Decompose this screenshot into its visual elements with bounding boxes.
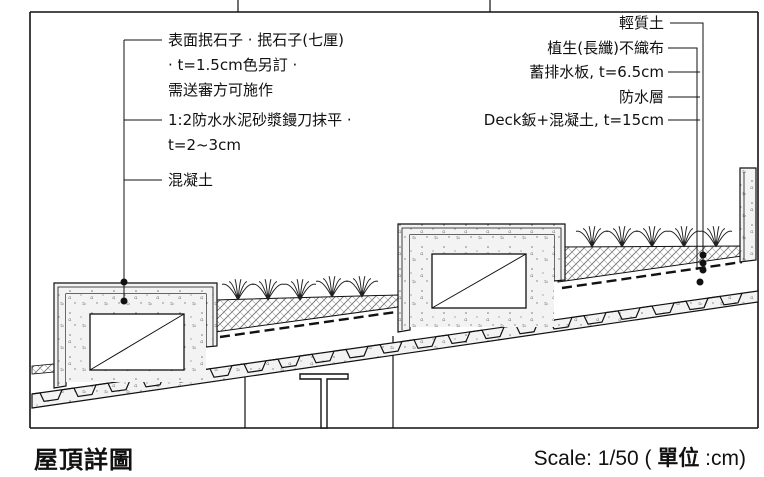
scale-unit-label: 單位 (657, 446, 700, 470)
label-drainage-board: 蓄排水板, t=6.5cm (529, 63, 664, 81)
label-deck-concrete: Deck鈑+混凝土, t=15cm (484, 111, 664, 129)
scale-prefix: Scale: 1/50 ( (533, 447, 658, 470)
leader-lines-left (123, 39, 162, 302)
grass-tuft-1 (221, 279, 255, 301)
material-labels-right: 輕質土 植生(長纖)不織布 蓄排水板, t=6.5cm 防水層 Deck鈑+混凝… (484, 14, 664, 129)
ground-strip-left (31, 363, 55, 375)
leader-dots-right (696, 251, 707, 286)
scale-note: Scale: 1/50 ( 單位 :cm) (534, 442, 746, 472)
grass-tuft-9 (667, 226, 701, 248)
label-concrete: 混凝土 (168, 171, 213, 189)
soil-band-1 (214, 294, 399, 333)
grass-tuft-10 (699, 226, 733, 248)
grass-tuft-3 (283, 279, 317, 301)
soil-band-2 (557, 245, 743, 283)
label-approval-note: 需送審方可施作 (168, 81, 273, 99)
drain-dash-2 (561, 260, 743, 290)
material-labels-left: 表面抿石子 · 抿石子(七厘) · t=1.5cm色另訂 · 需送審方可施作 1… (168, 31, 352, 189)
leader-dots-left (120, 278, 128, 305)
grass-tuft-7 (605, 226, 639, 248)
planter-curb-middle (397, 223, 566, 333)
leader-lines-right (668, 22, 704, 270)
label-mortar-thickness: t=2~3cm (168, 136, 241, 154)
grass-tuft-8 (635, 226, 669, 248)
vegetation (221, 226, 733, 301)
grass-tuft-4 (315, 276, 349, 298)
grass-tuft-6 (575, 226, 609, 248)
scale-suffix: :cm) (699, 447, 746, 470)
label-waterproof-layer: 防水層 (619, 88, 664, 106)
planter-curb-right (739, 167, 757, 263)
planter-curb-left (53, 282, 218, 389)
steel-i-beam (299, 373, 349, 429)
grass-tuft-5 (345, 276, 379, 298)
drawing-title: 屋頂詳圖 (34, 446, 134, 474)
label-stone-thickness: · t=1.5cm色另訂 · (168, 56, 297, 74)
grass-tuft-2 (251, 279, 285, 301)
label-mortar: 1:2防水水泥砂漿鏝刀抹平 · (168, 111, 352, 129)
label-stone-finish: 表面抿石子 · 抿石子(七厘) (168, 31, 344, 49)
label-lightweight-soil: 輕質土 (619, 14, 664, 32)
drawing-frame (29, 0, 759, 429)
label-geotextile: 植生(長纖)不織布 (547, 39, 664, 57)
